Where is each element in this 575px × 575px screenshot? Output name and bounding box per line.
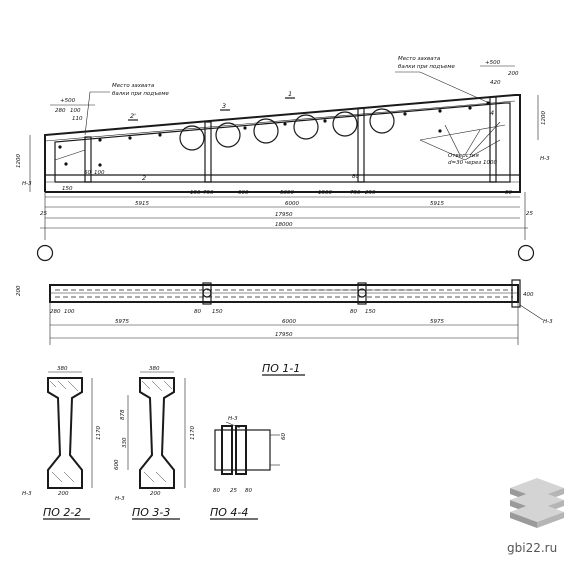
section-4-title: ПО 4-4: [210, 506, 248, 519]
axis-bubble-right: [517, 244, 535, 262]
lift-point-right-label1: Место захвата: [398, 56, 441, 62]
dim-750-b: 750: [350, 190, 361, 196]
s2-dim-1170: 1170: [96, 426, 102, 440]
dim-5915-left: 5915: [135, 201, 149, 207]
holes-label2: d=30 через 1000: [448, 160, 498, 166]
lift-point-left-label1: Место захвата: [112, 83, 155, 89]
dim-25-right: 25: [526, 211, 533, 217]
cut-mark-1: 1: [288, 90, 292, 98]
cut-mark-4: 4: [490, 109, 494, 117]
dim-250: 250: [365, 190, 376, 196]
dim-100: 100: [94, 170, 105, 176]
section-2-title: ПО 2-2: [43, 506, 81, 519]
beam-elevation: Место захвата балки при подъеме Место за…: [16, 56, 550, 262]
s4-dim-80: 80: [213, 488, 220, 494]
s3-dim-330: 330: [122, 437, 128, 448]
plan-dim-100: 100: [64, 309, 75, 315]
dim-1500: 1500: [318, 190, 332, 196]
plan-dim-5975-right: 5975: [430, 319, 444, 325]
dim-17950: 17950: [275, 212, 293, 218]
s4-dim-80b: 80: [245, 488, 252, 494]
dim-150: 150: [190, 190, 201, 196]
holes-label1: Отверстия: [448, 153, 479, 159]
cube-stack-logo-icon: [510, 478, 564, 528]
s4-dim-60: 60: [281, 433, 287, 440]
dim-top-500-left: +500: [60, 98, 76, 104]
section-1-title: ПО 1-1: [262, 362, 300, 375]
dim-h-1200-right: 1200: [541, 111, 547, 125]
dim-top-280: 280: [55, 108, 66, 114]
plan-dim-17950: 17950: [275, 332, 293, 338]
dim-600: 600: [238, 190, 249, 196]
dim-h-1200-left: 1200: [16, 154, 22, 168]
plan-dim-150-b: 150: [365, 309, 376, 315]
beam-plan-view: 200 400 280 100 80 150 80 150 Н-3 5975 6…: [16, 279, 553, 345]
n3-label-left: Н-3: [22, 181, 32, 187]
dim-80-b: 80: [505, 190, 512, 196]
s3-dim-878: 878: [120, 409, 126, 420]
dim-top-420: 420: [490, 80, 501, 86]
plan-dim-150-a: 150: [212, 309, 223, 315]
s3-dim-1170: 1170: [190, 426, 196, 440]
s2-n3-label: Н-3: [22, 491, 32, 497]
section-2-2: 380 1170 200 Н-3 ПО 2-2: [22, 366, 102, 520]
dim-top-100: 100: [70, 108, 81, 114]
s2-dim-380: 380: [57, 366, 68, 372]
n3-label-right: Н-3: [540, 156, 550, 162]
dim-5915-right: 5915: [430, 201, 444, 207]
dim-6000: 6000: [285, 201, 299, 207]
dim-150-left: 150: [62, 186, 73, 192]
dim-top-500-right: +500: [485, 60, 501, 66]
section-3-title: ПО 3-3: [132, 506, 170, 519]
s3-dim-380: 380: [149, 366, 160, 372]
cut-mark-3: 3: [222, 102, 226, 110]
plan-dim-200: 200: [16, 285, 22, 296]
dim-25-left: 25: [40, 211, 47, 217]
dim-top-200: 200: [508, 71, 519, 77]
s3-n3-label: Н-3: [115, 496, 125, 502]
plan-dim-280: 280: [50, 309, 61, 315]
plan-n3-label: Н-3: [543, 319, 553, 325]
dim-80-a: 80: [352, 174, 359, 180]
section-3-3: 380 878 600 330 1170 200 Н-3 ПО 3-3: [114, 366, 196, 520]
s3-dim-200: 200: [150, 491, 161, 497]
plan-dim-80: 80: [194, 309, 201, 315]
plan-dim-400: 400: [523, 292, 534, 298]
dim-18000: 18000: [275, 222, 293, 228]
s4-n3-label: Н-3: [228, 416, 238, 422]
plan-dim-80-b: 80: [350, 309, 357, 315]
section-4-4: Н-3 60 80 25 80 ПО 4-4: [210, 416, 287, 520]
dim-60: 60: [84, 170, 91, 176]
site-watermark: gbi22.ru: [507, 541, 557, 555]
axis-bubble-left: [36, 244, 54, 262]
dim-5300: 5300: [280, 190, 294, 196]
flange-holes: [58, 101, 490, 167]
dim-750-a: 750: [203, 190, 214, 196]
s3-dim-600: 600: [114, 459, 120, 470]
s4-dim-25: 25: [230, 488, 237, 494]
s2-dim-200: 200: [58, 491, 69, 497]
dim-top-110: 110: [72, 116, 83, 122]
lift-point-right-label2: балки при подъеме: [398, 64, 456, 70]
cut-mark-2b: 2: [142, 174, 146, 182]
cut-mark-2: 2': [130, 112, 136, 120]
plan-dim-5975-left: 5975: [115, 319, 129, 325]
plan-dim-6000: 6000: [282, 319, 296, 325]
lift-point-left-label2: балки при подъеме: [112, 91, 170, 97]
